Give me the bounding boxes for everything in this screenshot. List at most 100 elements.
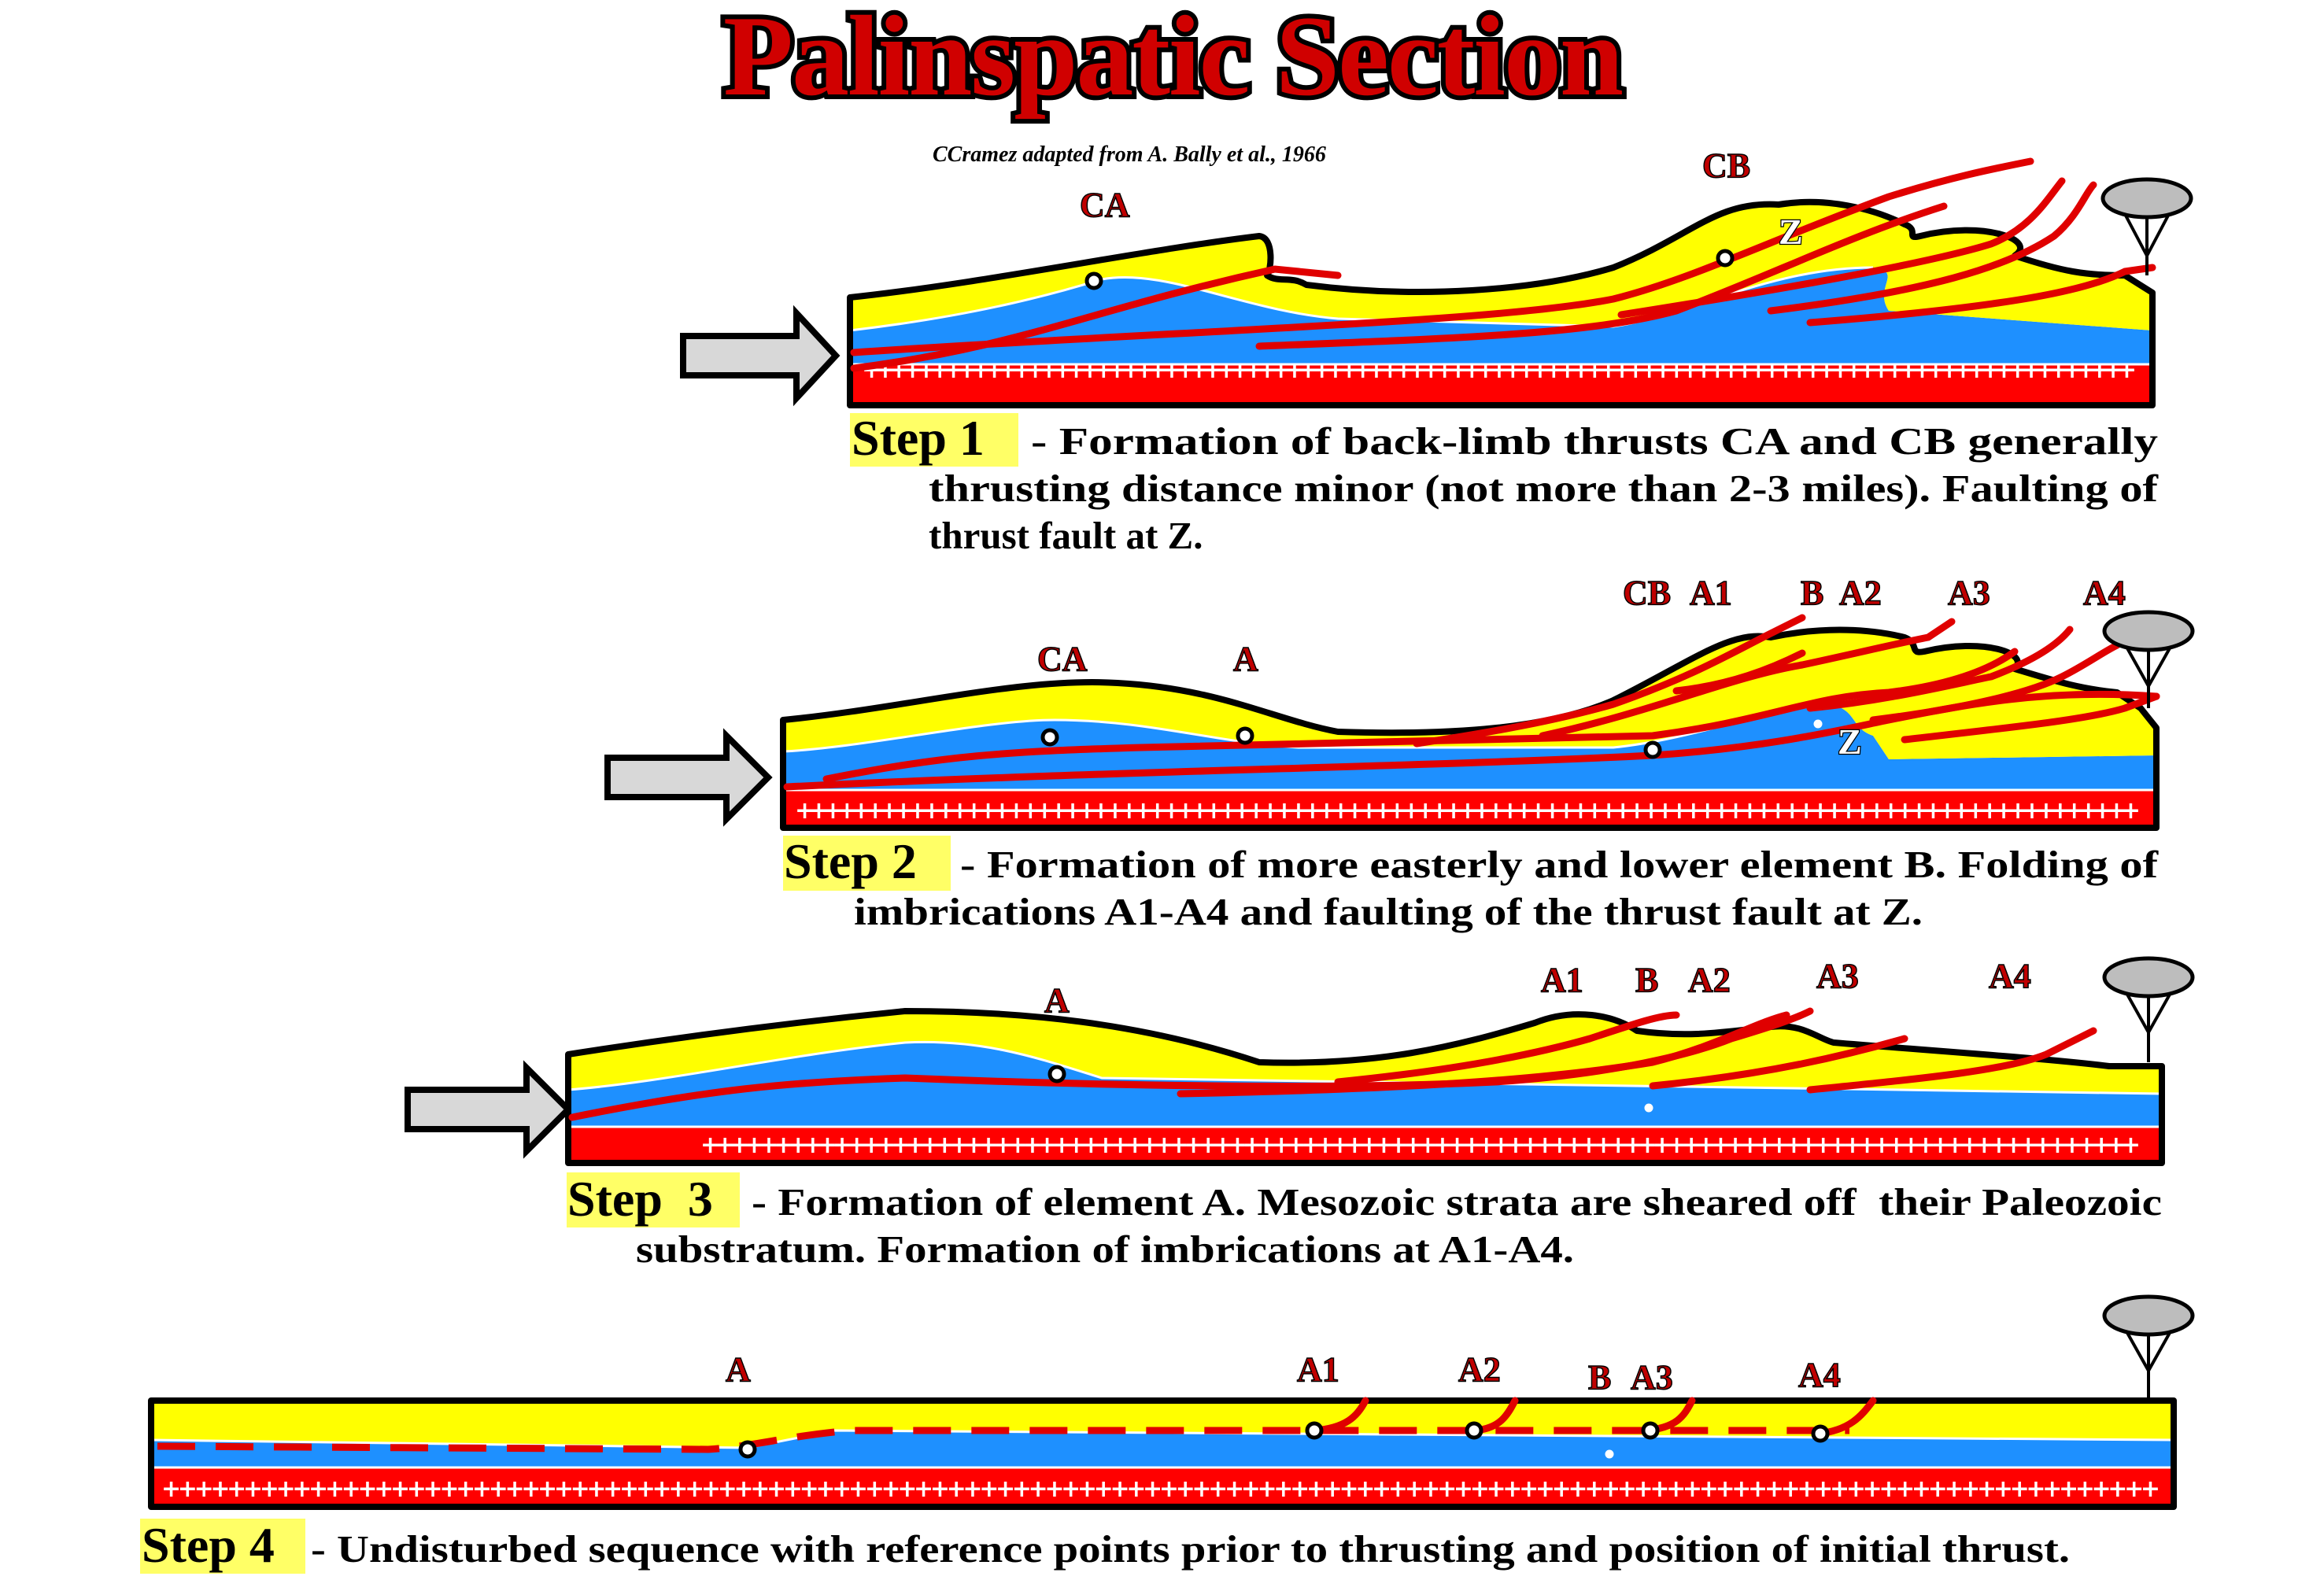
- step-2-section: ++++++++++++++++++++++++++++++++++++++++…: [604, 573, 2195, 933]
- label-cb: CB: [1702, 146, 1750, 185]
- push-arrow: [604, 728, 773, 827]
- label-a1: A1: [1297, 1350, 1339, 1389]
- label-a: A: [1233, 640, 1258, 678]
- reference-point: [1811, 717, 1825, 731]
- label-a2: A2: [1458, 1350, 1501, 1389]
- fault-line: [1177, 1011, 1790, 1098]
- fault-line: [1539, 618, 1956, 740]
- step-1-caption-line-3: thrust fault at Z.: [929, 514, 1203, 557]
- fault-line: [1413, 614, 1806, 748]
- step-4-highlight: [140, 1519, 305, 1574]
- reference-point: [1811, 1424, 1830, 1443]
- step-1-caption-line-2: thrusting distance minor (not more than …: [929, 467, 2159, 510]
- fault-line: [1767, 181, 2097, 315]
- label-a: A: [726, 1350, 751, 1389]
- label-a3: A3: [1948, 574, 1990, 612]
- reference-point: [1641, 1421, 1660, 1440]
- basement-crosses: ++++++++++++++++++++++++++++++++++++++++…: [795, 797, 2141, 825]
- middle-layer: [151, 1430, 2174, 1467]
- credit-line: CCramez adapted from A. Bally et al., 19…: [933, 142, 1326, 167]
- step-4-section: ++++++++++++++++++++++++++++++++++++++++…: [140, 1294, 2195, 1574]
- label-cb: CB: [1623, 574, 1671, 612]
- label-a1: A1: [1690, 574, 1732, 612]
- step-2-tag: Step 2: [784, 833, 917, 889]
- step-3-section: ++++++++++++++++++++++++++++++++++++++++…: [405, 956, 2195, 1271]
- layer-contact: [150, 1429, 2174, 1449]
- fault-line: [1869, 641, 2121, 724]
- label-a: A: [1044, 981, 1070, 1020]
- label-a2: A2: [1688, 961, 1731, 999]
- reference-point: [1643, 740, 1662, 759]
- well-symbol: [2100, 177, 2193, 275]
- fault-line: [1672, 649, 1806, 695]
- step-1-section: ++++++++++++++++++++++++++++++++++++++++…: [680, 146, 2193, 557]
- label-a1: A1: [1541, 961, 1583, 999]
- reference-point: [1236, 726, 1254, 745]
- label-b: B: [1801, 574, 1823, 612]
- label-b: B: [1635, 961, 1658, 999]
- fault-line: [1901, 692, 2160, 744]
- label-ca: CA: [1037, 640, 1088, 678]
- reference-point: [738, 1440, 757, 1459]
- label-z: Z: [1838, 722, 1862, 762]
- label-a4: A4: [1989, 957, 2031, 995]
- push-arrow: [405, 1060, 573, 1159]
- label-ca: CA: [1080, 186, 1130, 224]
- basement-layer: [850, 364, 2152, 405]
- fault-line: [1649, 1035, 1908, 1090]
- fault-line: [1617, 177, 2066, 319]
- layer-contact: [567, 1040, 2163, 1095]
- fault-line: [1806, 1027, 2097, 1094]
- basement-layer: [151, 1467, 2174, 1507]
- label-a2: A2: [1839, 574, 1882, 612]
- label-a3: A3: [1816, 957, 1859, 995]
- label-a4: A4: [1798, 1356, 1841, 1394]
- fault-line: [850, 265, 1342, 372]
- basement-layer: [568, 1127, 2162, 1163]
- well-symbol: [2102, 1294, 2195, 1401]
- step-3-caption-line-1: - Formation of element A. Mesozoic strat…: [752, 1180, 2162, 1224]
- layer-contact: [849, 266, 1874, 332]
- reference-point: [1465, 1421, 1483, 1440]
- label-a3: A3: [1631, 1358, 1673, 1397]
- step-3-caption-line-2: substratum. Formation of imbrications at…: [636, 1227, 1574, 1271]
- reference-point: [1040, 728, 1059, 747]
- step-2-highlight: [783, 836, 951, 891]
- page-title: Palinspatic Section: [723, 0, 1622, 120]
- fault-line: [1806, 626, 2074, 712]
- fault-line: [1806, 264, 2156, 327]
- reference-point: [1305, 1421, 1324, 1440]
- block-outline: [565, 1008, 2165, 1166]
- fault-line: [822, 648, 2019, 783]
- step-2-caption-line-1: - Formation of more easterly and lower e…: [960, 843, 2159, 886]
- reference-point: [1047, 1065, 1066, 1083]
- push-arrow: [680, 305, 841, 407]
- step-1-tag: Step 1: [852, 410, 985, 466]
- fault-line: [1255, 202, 1948, 350]
- well-symbol: [2102, 610, 2195, 708]
- reference-point: [1084, 271, 1103, 290]
- block-outline: [148, 1397, 2177, 1510]
- initial-thrust-dashed: [157, 1427, 1849, 1453]
- basement-crosses: ++++++++++++++++++++++++++++++++++++++++…: [700, 1131, 2141, 1159]
- upper-layer: [850, 201, 2152, 330]
- step-4-tag: Step 4: [142, 1517, 275, 1573]
- step-4-caption-line-1: - Undisturbed sequence with reference po…: [311, 1527, 2070, 1571]
- step-2-caption-line-2: imbrications A1-A4 and faulting of the t…: [854, 890, 1923, 933]
- step-1-caption-line-1: - Formation of back-limb thrusts CA and …: [1031, 419, 2159, 463]
- reference-point: [1602, 1447, 1616, 1461]
- step-1-highlight: [850, 413, 1018, 467]
- fault-line: [1334, 1011, 1680, 1086]
- label-a4: A4: [2083, 574, 2126, 612]
- basement-layer: [783, 790, 2156, 828]
- reference-point: [1716, 249, 1735, 268]
- label-z: Z: [1779, 212, 1803, 252]
- basement-crosses: ++++++++++++++++++++++++++++++++++++++++…: [161, 1475, 2160, 1503]
- fault-line: [850, 157, 2034, 356]
- step-3-tag: Step 3: [567, 1171, 713, 1227]
- well-symbol: [2102, 956, 2195, 1062]
- label-b: B: [1588, 1358, 1611, 1397]
- step-3-highlight: [567, 1172, 740, 1227]
- reference-point: [1642, 1101, 1656, 1115]
